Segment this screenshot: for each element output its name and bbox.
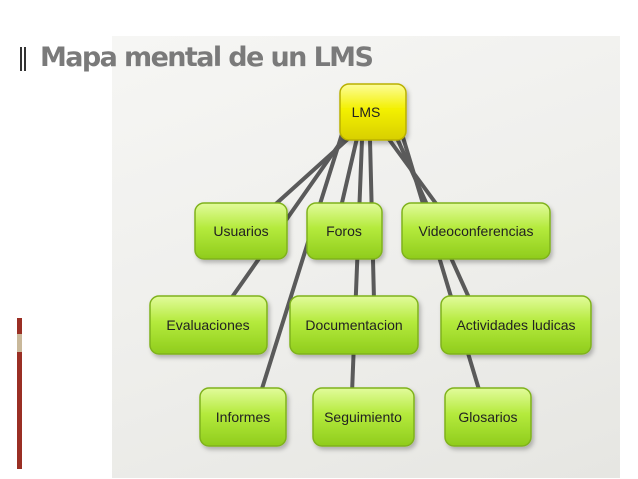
node-informes[interactable]: Informes: [199, 387, 287, 447]
node-foros[interactable]: Foros: [306, 202, 383, 260]
node-evaluaciones-label: Evaluaciones: [166, 317, 249, 333]
node-glosarios[interactable]: Glosarios: [444, 387, 532, 447]
node-informes-label: Informes: [216, 409, 270, 425]
node-documentacion[interactable]: Documentacion: [289, 295, 419, 355]
accent-bar-bottom: [17, 352, 22, 469]
node-usuarios[interactable]: Usuarios: [194, 202, 288, 260]
title-bullet-icon: [20, 47, 30, 71]
node-usuarios-label: Usuarios: [213, 223, 268, 239]
accent-bar-middle: [17, 334, 22, 352]
node-seguimiento-label: Seguimiento: [324, 409, 402, 425]
node-foros-label: Foros: [326, 223, 362, 239]
node-videoconferencias-label: Videoconferencias: [419, 223, 534, 239]
node-lms[interactable]: LMS: [339, 83, 407, 141]
connector-lms-seguimiento: [350, 138, 364, 395]
node-videoconferencias[interactable]: Videoconferencias: [401, 202, 551, 260]
node-glosarios-label: Glosarios: [458, 409, 517, 425]
node-lms-label: LMS: [352, 104, 381, 120]
connector-lms-informes: [258, 132, 344, 397]
node-documentacion-label: Documentacion: [305, 317, 402, 333]
accent-bar-top: [17, 318, 22, 334]
slide-title: Mapa mental de un LMS: [40, 42, 374, 73]
node-evaluaciones[interactable]: Evaluaciones: [149, 295, 268, 355]
node-seguimiento[interactable]: Seguimiento: [312, 387, 415, 447]
node-actividades-ludicas[interactable]: Actividades ludicas: [440, 295, 592, 355]
node-actividades-label: Actividades ludicas: [456, 317, 575, 333]
connector-lines: [228, 132, 482, 397]
